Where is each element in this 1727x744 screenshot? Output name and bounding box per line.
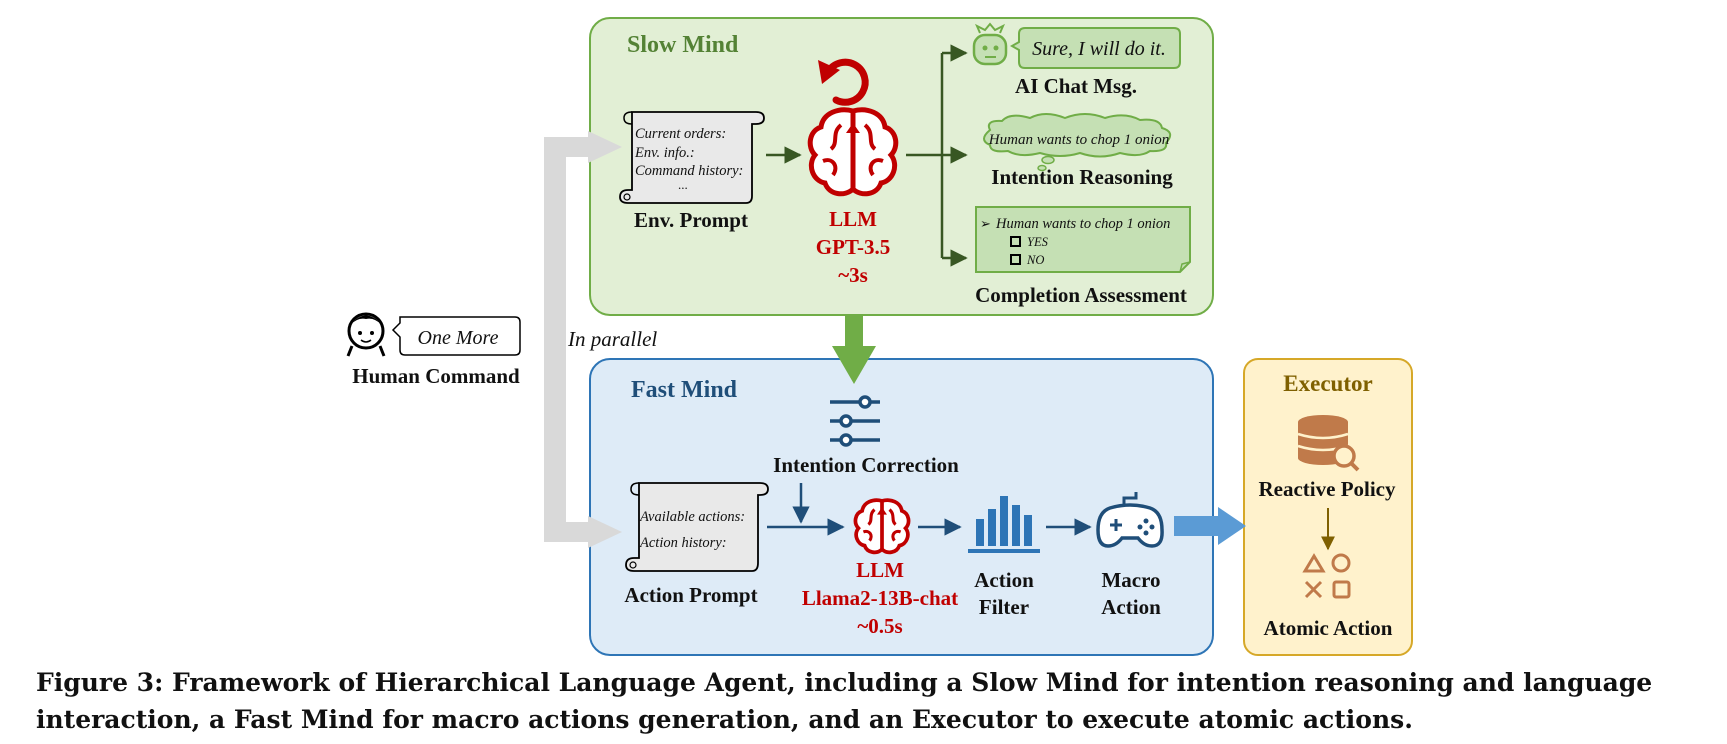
human-to-prompts-connector	[544, 131, 622, 548]
assessment-pointer-glyph: ➢	[980, 216, 991, 231]
intention-reasoning-label: Intention Reasoning	[991, 165, 1173, 189]
reactive-policy-label: Reactive Policy	[1258, 477, 1396, 501]
slow-llm-model: GPT-3.5	[816, 235, 890, 259]
action-prompt-line: Action history:	[639, 535, 727, 551]
env-prompt-scroll	[619, 111, 765, 204]
env-prompt-line: Current orders:	[635, 126, 726, 142]
sliders-icon	[830, 395, 880, 447]
slow-output-branch-arrows	[906, 44, 968, 267]
assessment-question: Human wants to chop 1 onion	[995, 216, 1170, 232]
action-prompt-line: Available actions:	[639, 509, 745, 525]
slow-llm-latency: ~3s	[838, 263, 868, 287]
slow-llm-label: LLM	[829, 207, 877, 231]
action-filter-label: Action	[974, 568, 1034, 592]
executor-panel	[1243, 358, 1413, 656]
fast-to-executor-arrow	[1174, 507, 1246, 545]
figure-caption: Figure 3: Framework of Hierarchical Lang…	[36, 668, 1653, 734]
fast-llm-model: Llama2-13B-chat	[802, 586, 958, 610]
slow-mind-title: Slow Mind	[627, 32, 739, 58]
human-command-label: Human Command	[352, 364, 520, 388]
assessment-option-yes: YES	[1027, 235, 1049, 249]
fast-mind-flow-arrows	[767, 483, 1092, 536]
brain-icon	[853, 498, 911, 555]
refresh-arrow-icon	[818, 58, 869, 106]
intention-cloud-text: Human wants to chop 1 onion	[988, 132, 1169, 148]
ai-chat-bubble	[1009, 27, 1181, 69]
brain-icon	[807, 107, 899, 197]
fast-mind-title: Fast Mind	[631, 377, 738, 403]
bar-chart-icon	[968, 496, 1040, 553]
human-speech-bubble	[391, 316, 521, 356]
ai-chat-msg-label: AI Chat Msg.	[1015, 74, 1137, 98]
action-prompt-scroll	[625, 482, 769, 572]
fast-llm-latency: ~0.5s	[857, 614, 902, 638]
assessment-no-checkbox	[1010, 254, 1021, 265]
gamepad-icon	[1096, 492, 1164, 548]
assessment-yes-checkbox	[1010, 236, 1021, 247]
action-prompt-label: Action Prompt	[624, 583, 757, 607]
in-parallel-label: In parallel	[567, 327, 657, 351]
env-prompt-line: Command history:	[635, 163, 743, 179]
atomic-action-label: Atomic Action	[1264, 616, 1393, 640]
action-filter-label: Filter	[979, 595, 1029, 619]
shapes-icon	[1302, 553, 1351, 599]
ai-chat-bubble-text: Sure, I will do it.	[1032, 38, 1166, 60]
robot-icon	[972, 22, 1008, 66]
intention-cloud	[983, 113, 1172, 172]
macro-action-label: Macro	[1101, 568, 1160, 592]
fast-llm-label: LLM	[856, 558, 904, 582]
macro-action-label: Action	[1101, 595, 1161, 619]
env-prompt-line: Env. info.:	[634, 145, 695, 161]
assessment-option-no: NO	[1026, 253, 1044, 267]
env-prompt-line: ...	[678, 177, 688, 192]
env-prompt-label: Env. Prompt	[634, 208, 748, 232]
completion-assessment-label: Completion Assessment	[975, 283, 1187, 307]
person-face-icon	[346, 312, 386, 357]
slow-to-fast-arrow	[832, 316, 876, 384]
intention-correction-label: Intention Correction	[773, 453, 959, 477]
completion-assessment-note	[975, 206, 1191, 273]
executor-title: Executor	[1283, 371, 1372, 396]
database-search-icon	[1297, 415, 1360, 472]
human-speech-text: One More	[418, 327, 499, 349]
